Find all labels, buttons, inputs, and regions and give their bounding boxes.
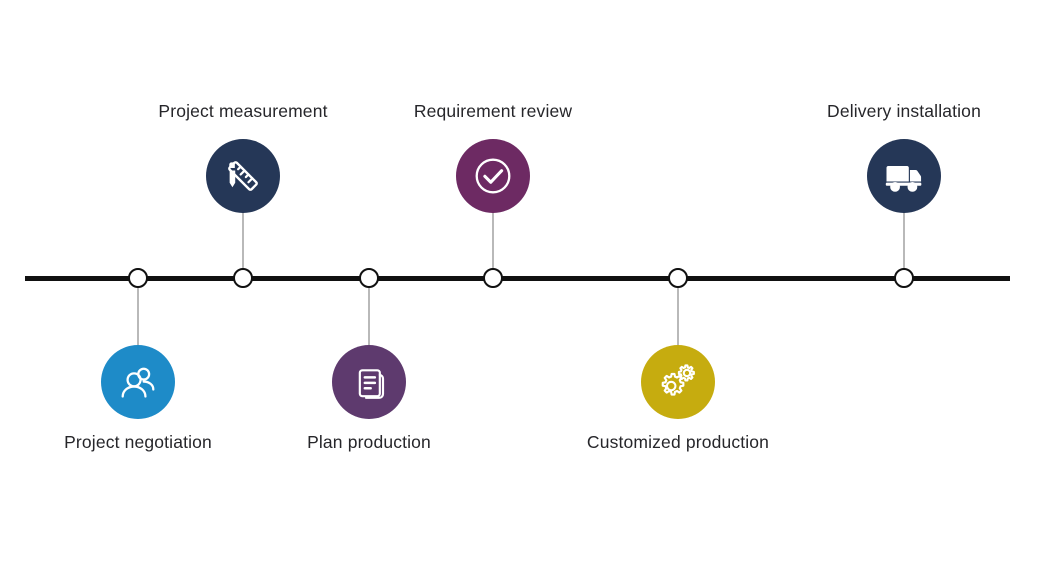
ruler-pencil-icon (221, 154, 265, 198)
step-label-requirement-review: Requirement review (413, 101, 573, 121)
timeline-node-customized-production[interactable] (668, 268, 688, 288)
step-label-plan-production: Plan production (307, 432, 431, 452)
step-icon-plan-production[interactable] (332, 345, 406, 419)
step-label-customized-production: Customized production (586, 432, 770, 452)
step-icon-project-negotiation[interactable] (101, 345, 175, 419)
timeline-node-plan-production[interactable] (359, 268, 379, 288)
connector-stem-requirement-review (492, 211, 494, 278)
step-icon-requirement-review[interactable] (456, 139, 530, 213)
check-circle-icon (470, 153, 516, 199)
step-label-delivery-installation: Delivery installation (827, 101, 981, 121)
delivery-truck-icon (883, 155, 925, 197)
timeline-node-project-measurement[interactable] (233, 268, 253, 288)
documents-stack-icon (349, 362, 389, 402)
users-group-icon (117, 361, 159, 403)
step-icon-project-measurement[interactable] (206, 139, 280, 213)
connector-stem-delivery-installation (903, 211, 905, 278)
step-icon-customized-production[interactable] (641, 345, 715, 419)
timeline-node-delivery-installation[interactable] (894, 268, 914, 288)
connector-stem-plan-production (368, 278, 370, 347)
timeline-axis (25, 275, 1010, 281)
connector-stem-project-measurement (242, 211, 244, 278)
gears-icon (656, 360, 700, 404)
timeline-node-project-negotiation[interactable] (128, 268, 148, 288)
connector-stem-customized-production (677, 278, 679, 347)
step-label-project-measurement: Project measurement (158, 101, 328, 121)
step-icon-delivery-installation[interactable] (867, 139, 941, 213)
timeline-node-requirement-review[interactable] (483, 268, 503, 288)
connector-stem-project-negotiation (137, 278, 139, 347)
step-label-project-negotiation: Project negotiation (64, 432, 212, 452)
